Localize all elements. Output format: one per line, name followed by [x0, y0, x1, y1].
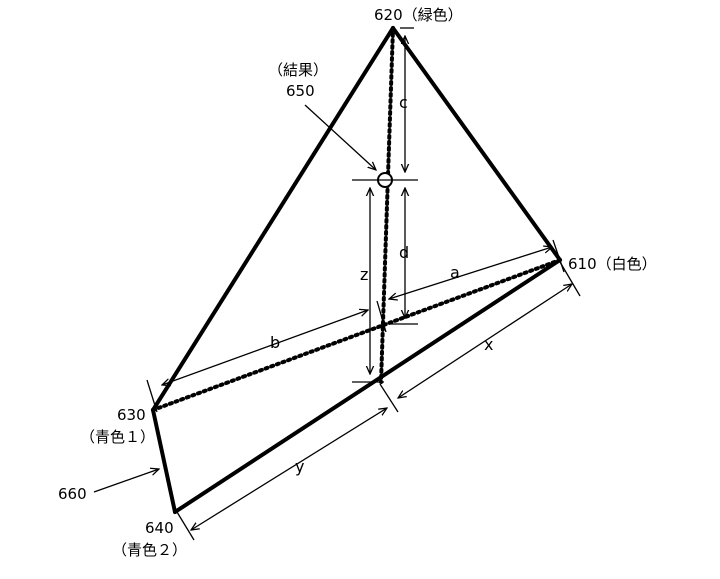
label-x: x	[484, 335, 493, 354]
edge-green-white	[393, 28, 560, 260]
result-name: （結果）	[268, 61, 328, 79]
dotted-line-blue1-white	[153, 260, 560, 410]
edge-blue1-blue2	[153, 410, 175, 512]
dimension-y: y	[177, 408, 387, 540]
vertex-610-name: （白色）	[597, 255, 657, 273]
edge-label-660: 660	[58, 485, 87, 503]
dimension-z: z	[352, 188, 384, 382]
edge-white-blue2	[175, 260, 560, 512]
svg-text:610（白色）: 610（白色）	[568, 255, 657, 273]
vertex-640-number: 640	[145, 519, 174, 537]
label-b: b	[270, 333, 280, 352]
vertex-label-640: 640 （青色２）	[112, 519, 187, 559]
vertex-label-620: 620（緑色）	[374, 6, 463, 24]
vertex-label-610: 610（白色）	[568, 255, 657, 273]
label-a: a	[450, 263, 460, 282]
label-z: z	[360, 265, 368, 284]
edge-green-blue1	[153, 28, 393, 410]
dimension-b: b	[147, 310, 368, 412]
dimension-x: x	[380, 262, 580, 412]
vertex-label-630: 630 （青色１）	[80, 406, 155, 446]
label-c: c	[399, 93, 408, 112]
result-label-650: （結果） 650	[268, 61, 328, 100]
vertex-620-number: 620	[374, 6, 403, 24]
vertex-640-name: （青色２）	[112, 541, 187, 559]
vertex-620-name: （緑色）	[403, 6, 463, 24]
label-y: y	[295, 457, 304, 476]
vertex-630-name: （青色１）	[80, 428, 155, 446]
vertex-610-number: 610	[568, 255, 597, 273]
dotted-line-green-base	[381, 28, 393, 382]
vertex-630-number: 630	[117, 406, 146, 424]
label-d: d	[399, 243, 409, 262]
svg-text:620（緑色）: 620（緑色）	[374, 6, 463, 24]
result-number: 650	[286, 82, 315, 100]
leader-arrow-660	[94, 469, 159, 492]
